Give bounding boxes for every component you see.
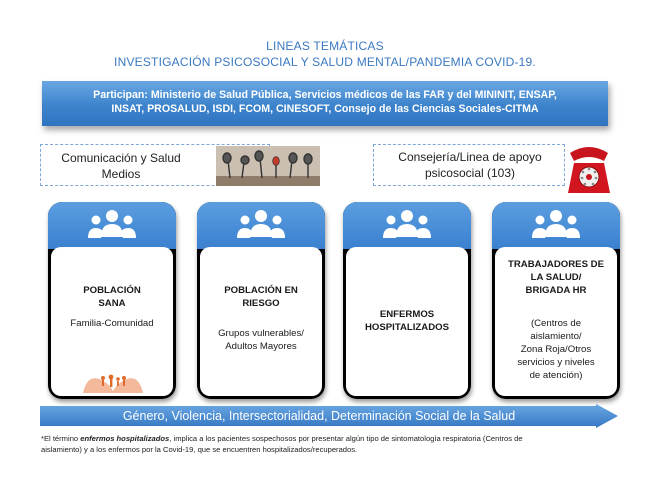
card-title-line-1: POBLACIÓN [83,285,141,296]
red-telephone-icon [566,139,612,197]
footnote-line-1: , implica a los pacientes sospechosos po… [169,434,523,443]
footnote-term: enfermos hospitalizados [80,434,170,443]
footnote-prefix: *El término [41,434,81,443]
communication-line-1: Comunicación y Salud [61,151,181,165]
communication-line-2: Medios [101,167,141,181]
participants-banner: Participan: Ministerio de Salud Pública,… [42,81,608,126]
card-subtitle-line-1: Grupos vulnerables/ [218,328,304,339]
people-group-icon [88,210,136,238]
title-line-1: LINEAS TEMÁTICAS [266,39,384,53]
card-title-line-2: RIESGO [242,298,280,309]
card-title-line-3: BRIGADA HR [525,285,587,296]
counseling-label: Consejería/Linea de apoyo psicosocial (1… [374,149,566,181]
counseling-line-2: psicosocial (103) [424,166,516,180]
people-group-icon [237,210,285,238]
card-header [197,202,325,249]
footnote-line-2: aislamiento) y a los enfermos por la Cov… [41,445,358,454]
communication-label: Comunicación y Salud Medios [41,150,201,182]
people-group-icon [383,210,431,238]
card-title-line-1: POBLACIÓN EN [224,285,298,296]
counseling-line-1: Consejería/Linea de apoyo [398,150,542,164]
cross-cutting-themes-arrow: Género, Violencia, Intersectorialidad, D… [40,404,618,428]
card-subtitle-line-1: (Centros de [530,318,582,329]
card-title-line-1: ENFERMOS [379,309,435,320]
card-body: POBLACIÓN EN RIESGO Grupos vulnerables/ … [200,247,322,396]
card-health-workers: TRABAJADORES DE LA SALUD/ BRIGADA HR (Ce… [492,202,620,399]
card-subtitle-line-2: aislamiento/ [530,331,582,342]
card-header [343,202,471,249]
card-body: TRABAJADORES DE LA SALUD/ BRIGADA HR (Ce… [495,247,617,396]
footnote: *El término enfermos hospitalizados, imp… [41,433,611,455]
card-header [48,202,176,249]
card-header [492,202,620,249]
card-title-line-2: LA SALUD/ [530,272,582,283]
family-hands-icon [83,374,143,393]
people-group-icon [532,210,580,238]
card-title-line-2: HOSPITALIZADOS [364,322,450,333]
card-body: POBLACIÓN SANA Familia-Comunidad [51,247,173,396]
card-subtitle-line-2: Adultos Mayores [225,341,297,352]
participants-line-1: Participan: Ministerio de Salud Pública,… [93,89,557,101]
card-body: ENFERMOS HOSPITALIZADOS [346,247,468,396]
card-subtitle-line-3: Zona Roja/Otros [520,344,592,355]
card-subtitle: Familia-Comunidad [70,318,154,329]
card-subtitle-line-4: servicios y niveles [517,357,595,368]
card-healthy-population: POBLACIÓN SANA Familia-Comunidad [48,202,176,399]
arrow-label: Género, Violencia, Intersectorialidad, D… [122,409,516,423]
card-hospitalized: ENFERMOS HOSPITALIZADOS [343,202,471,399]
card-title-line-1: TRABAJADORES DE [508,259,604,270]
participants-line-2: INSAT, PROSALUD, ISDI, FCOM, CINESOFT, C… [111,103,539,115]
media-microphones-image [216,146,320,186]
card-title-line-2: SANA [98,298,126,309]
card-subtitle-line-5: de atención) [529,370,583,381]
title-line-2: INVESTIGACIÓN PSICOSOCIAL Y SALUD MENTAL… [114,55,536,69]
card-at-risk-population: POBLACIÓN EN RIESGO Grupos vulnerables/ … [197,202,325,399]
counseling-box: Consejería/Linea de apoyo psicosocial (1… [373,144,565,186]
